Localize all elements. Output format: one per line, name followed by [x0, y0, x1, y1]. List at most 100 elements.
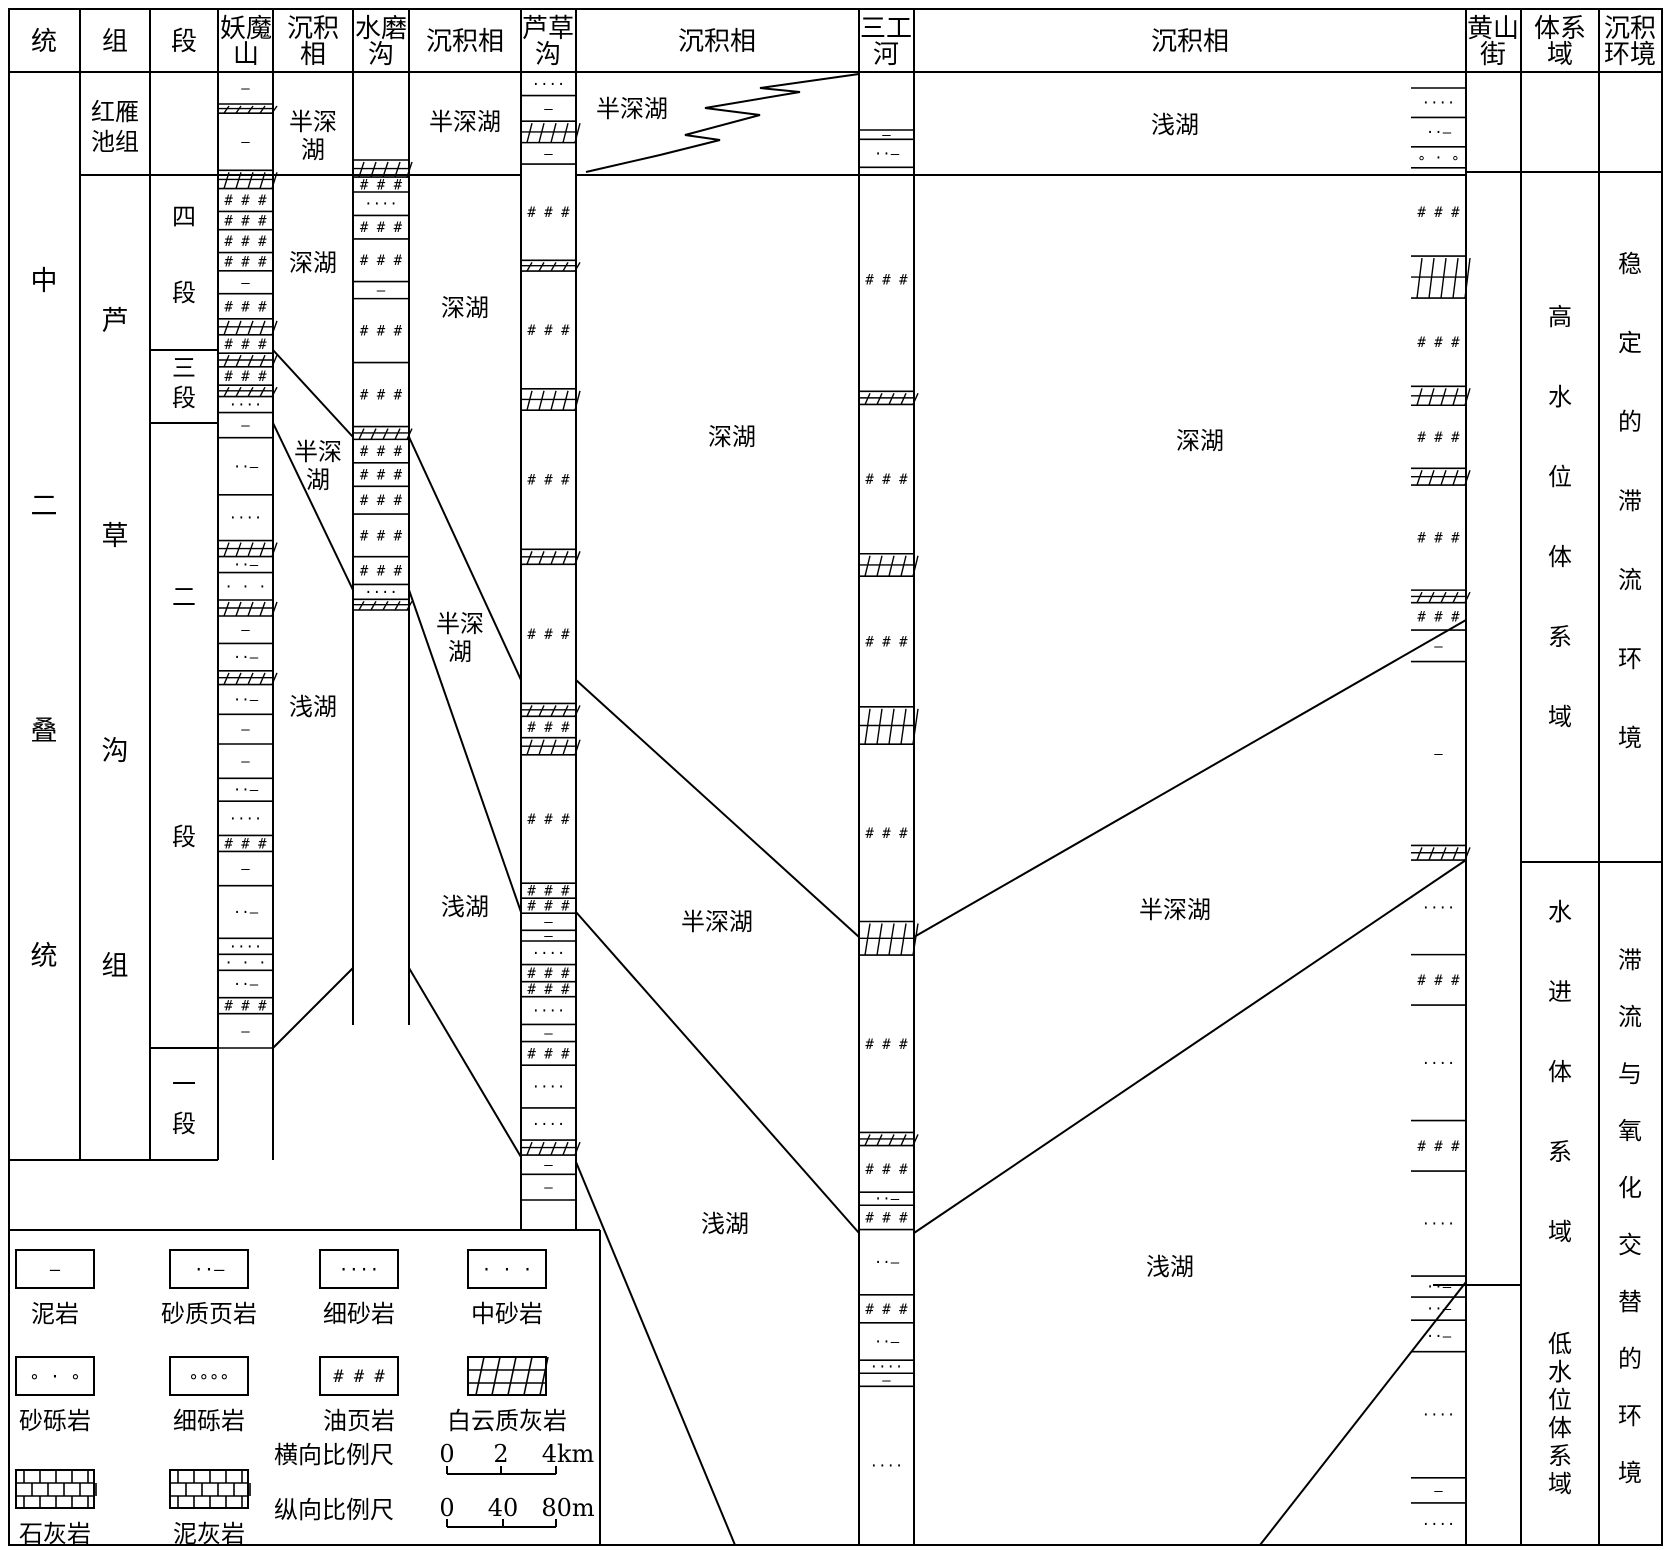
bed-symbol: # # # — [360, 388, 403, 404]
facies-yms-ban-shen-hu-2: 半深湖 — [294, 438, 342, 494]
correlation-lines — [272, 73, 1467, 1546]
bed-symbol: — — [882, 1373, 891, 1389]
series-char: 中 — [31, 266, 58, 297]
header-system-tract-line: 体系 — [1534, 14, 1586, 44]
bed-symbol: # # # — [865, 1210, 908, 1226]
lithology-column-lucaogou: ····——# # ## # ## # ## # ## # ## # ## # … — [521, 71, 581, 1201]
header-yaomoshan-line: 山 — [233, 40, 259, 70]
facies-yms-qian-hu: 浅湖 — [289, 693, 337, 721]
bed-symbol: # # # — [224, 193, 267, 209]
env-alt-char: 环 — [1618, 1402, 1642, 1430]
legend-swatch — [15, 1249, 95, 1289]
member-2-char: 段 — [172, 823, 196, 851]
bed-symbol: # # # — [224, 255, 267, 271]
bed-symbol: — — [544, 929, 553, 945]
dolomitic-limestone-pattern — [353, 161, 413, 178]
bed-symbol: # # # — [224, 214, 267, 230]
env-alt-char: 与 — [1618, 1060, 1642, 1088]
legend-item: # # #油页岩 — [319, 1356, 399, 1435]
dolomitic-limestone-pattern — [859, 923, 919, 956]
bed-symbol: ···· — [532, 1080, 566, 1096]
legend-swatch — [15, 1356, 95, 1396]
legend-label: 油页岩 — [323, 1407, 395, 1435]
bed-symbol: ···· — [364, 585, 398, 601]
bed-symbol: — — [377, 283, 386, 299]
bed-symbol: # # # — [360, 468, 403, 484]
dolomitic-limestone-pattern — [218, 172, 278, 189]
lst-char: 体 — [1548, 1414, 1572, 1442]
bed-symbol: # # # — [224, 337, 267, 353]
bed-symbol: — — [544, 1180, 553, 1196]
dolomitic-limestone-pattern — [521, 390, 581, 411]
bed-symbol: — — [882, 128, 891, 144]
bed-symbol: # # # — [360, 178, 403, 194]
bed-symbol: # # # — [1417, 430, 1460, 446]
member-2-char: 二 — [172, 583, 196, 611]
legend-item: 白云质灰岩 — [447, 1356, 567, 1435]
facies-sgh-qian-hu: 浅湖 — [1146, 1253, 1194, 1281]
lst-char: 低 — [1548, 1330, 1572, 1358]
legend-symbol: ··— — [194, 1260, 225, 1280]
bed-symbol: ···· — [532, 1004, 566, 1020]
bed-symbol: ··— — [874, 1255, 900, 1271]
header-sangonghe-line: 河 — [873, 40, 899, 70]
legend-swatch — [169, 1469, 249, 1509]
legend-label: 细砾岩 — [173, 1407, 245, 1435]
legend-symbol: — — [50, 1260, 61, 1280]
header-facies-2: 沉积相 — [426, 27, 504, 57]
bed-symbol: # # # — [527, 720, 570, 736]
dolomitic-limestone-pattern — [1411, 257, 1471, 299]
scale-bars: 横向比例尺 纵向比例尺 0 2 4km 0 40 80m — [274, 1440, 595, 1528]
facies-smg-ban-shen-hu: 半深湖 — [429, 108, 501, 136]
member-4-char: 四 — [172, 203, 196, 231]
formation-lucaogou-char: 组 — [102, 951, 129, 982]
bed-symbol: ···· — [1422, 96, 1456, 112]
lithology-column-huangshanjie: ······—∘ · ∘# # ## # ## # ## # ## # #——·… — [1411, 87, 1471, 1546]
legend-label: 泥岩 — [31, 1300, 79, 1328]
bed-symbol: ··— — [233, 783, 259, 799]
legend-item: ∘∘∘∘细砾岩 — [169, 1356, 249, 1435]
legend-item: ····细砂岩 — [319, 1249, 399, 1328]
member-3-char: 段 — [172, 384, 196, 412]
series-char: 二 — [31, 491, 58, 522]
bed-symbol: — — [1434, 1483, 1443, 1499]
header-lucaogou-line: 沟 — [535, 40, 561, 70]
env-stable-char: 稳 — [1618, 250, 1642, 278]
legend-label: 白云质灰岩 — [447, 1407, 567, 1435]
bed-symbol: # # # — [865, 826, 908, 842]
tst-char: 体 — [1548, 1058, 1572, 1086]
bed-symbol: # # # — [527, 323, 570, 339]
bed-symbol: # # # — [865, 472, 908, 488]
facies-yms-bsh-line: 湖 — [301, 136, 325, 164]
legend-label: 石灰岩 — [19, 1520, 91, 1548]
legend-item: 石灰岩 — [15, 1469, 97, 1548]
legend-item: ∘ · ∘砂砾岩 — [15, 1356, 95, 1435]
bed-symbol: # # # — [360, 444, 403, 460]
bed-symbol: ···· — [1422, 900, 1456, 916]
dolomitic-limestone-pattern — [353, 600, 413, 611]
hst-char: 水 — [1548, 383, 1572, 411]
bed-symbol: # # # — [865, 1302, 908, 1318]
h-tick-2: 2 — [493, 1440, 508, 1468]
bed-symbol: # # # — [360, 253, 403, 269]
legend-label: 砂砾岩 — [19, 1407, 91, 1435]
facies-smg-ban-shen-hu-2: 半深湖 — [436, 610, 484, 666]
bed-symbol: — — [241, 722, 250, 738]
bed-symbol: # # # — [1417, 1139, 1460, 1155]
env-stable-char: 环 — [1618, 645, 1642, 673]
env-alt-char: 替 — [1618, 1288, 1642, 1316]
legend-item: — 泥岩 — [15, 1249, 95, 1328]
bed-symbol: ··— — [1426, 125, 1452, 141]
dolomitic-limestone-pattern — [859, 708, 919, 745]
bed-symbol: ··— — [874, 146, 900, 162]
dolomitic-limestone-pattern — [1411, 591, 1471, 604]
legend-swatch — [15, 1469, 95, 1509]
bed-symbol: — — [241, 862, 250, 878]
bed-symbol: # # # — [224, 299, 267, 315]
legend-swatch — [169, 1356, 249, 1396]
